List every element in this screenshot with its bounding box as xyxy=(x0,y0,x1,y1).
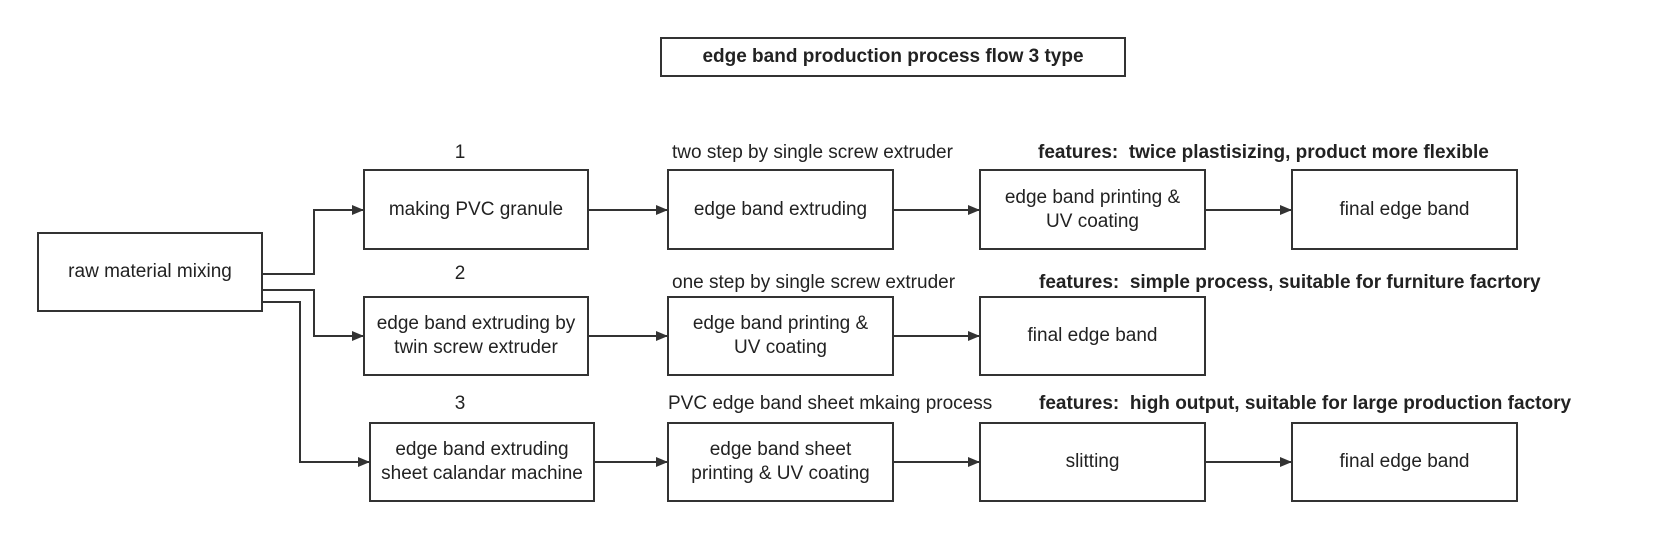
row3-step1-box: edge band extruding sheet calandar machi… xyxy=(369,422,595,502)
arrow-start-to-row3 xyxy=(262,301,370,467)
row1-features-text: twice plastisizing, product more flexibl… xyxy=(1128,142,1489,163)
row2-features-text: simple process, suitable for furniture f… xyxy=(1129,272,1541,293)
row1-features-label: features: xyxy=(1038,142,1119,163)
row1-step1-box: making PVC granule xyxy=(363,169,589,250)
diagram-title: edge band production process flow 3 type xyxy=(660,37,1126,77)
row1-step2-box: edge band extruding xyxy=(667,169,894,250)
row1-number: 1 xyxy=(454,142,466,163)
row3-step4-box: final edge band xyxy=(1291,422,1518,502)
raw-material-box: raw material mixing xyxy=(37,232,263,312)
arrow-start-to-row2 xyxy=(262,289,364,341)
row2-number: 2 xyxy=(454,263,466,284)
row2-features-label: features: xyxy=(1039,272,1120,293)
row1-step4-box: final edge band xyxy=(1291,169,1518,250)
row3-step2-box: edge band sheet printing & UV coating xyxy=(667,422,894,502)
row2-features: features: simple process, suitable for f… xyxy=(1039,271,1541,295)
row2-step2-box: edge band printing & UV coating xyxy=(667,296,894,376)
row3-step3-box: slitting xyxy=(979,422,1206,502)
row2-step3-box: final edge band xyxy=(979,296,1206,376)
row2-method: one step by single screw extruder xyxy=(672,272,956,293)
row1-features: features: twice plastisizing, product mo… xyxy=(1038,141,1489,165)
row3-method: PVC edge band sheet mkaing process xyxy=(668,393,993,414)
row2-step1-box: edge band extruding by twin screw extrud… xyxy=(363,296,589,376)
arrow-start-to-row1 xyxy=(262,205,364,275)
row3-features-label: features: xyxy=(1039,393,1120,414)
row3-number: 3 xyxy=(454,393,466,414)
row3-features-text: high output, suitable for large producti… xyxy=(1129,393,1572,414)
row1-method: two step by single screw extruder xyxy=(672,142,953,163)
row1-step3-box: edge band printing & UV coating xyxy=(979,169,1206,250)
row3-features: features: high output, suitable for larg… xyxy=(1039,392,1571,416)
